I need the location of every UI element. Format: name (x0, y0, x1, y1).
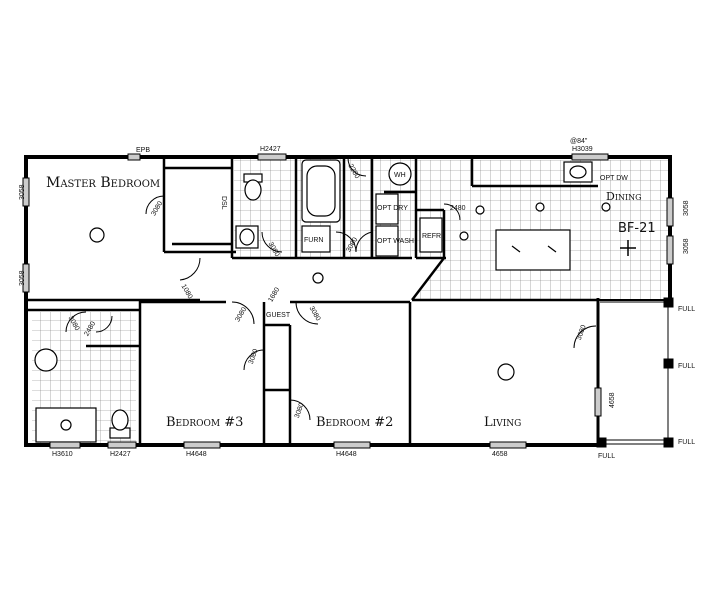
ceiling-lights (89, 202, 611, 381)
svg-text:H4648: H4648 (186, 451, 207, 458)
refrigerator-icon (419, 217, 443, 253)
svg-text:FULL: FULL (678, 363, 695, 370)
toilet-icon-2 (109, 409, 131, 439)
porch-labels: FULL FULL FULL FULL (598, 306, 695, 460)
window-labels: 3058 3058 3058 3058 EPB H2427 @84" H3039… (19, 138, 690, 458)
room-label-dining: Dining (606, 190, 642, 203)
svg-text:3080: 3080 (248, 348, 260, 365)
toilet-icon (243, 173, 263, 201)
svg-text:4658: 4658 (492, 451, 508, 458)
svg-text:FULL: FULL (678, 439, 695, 446)
island-icon (495, 229, 571, 271)
svg-text:H2427: H2427 (260, 146, 281, 153)
bathtub-icon (301, 159, 341, 223)
svg-text:FULL: FULL (678, 306, 695, 313)
sink-icon (235, 225, 259, 249)
svg-text:3058: 3058 (683, 200, 690, 216)
room-labels: Master Bedroom Bedroom #3 Bedroom #2 Liv… (46, 175, 642, 430)
svg-text:3080: 3080 (576, 324, 588, 341)
room-label-bedroom-3: Bedroom #3 (166, 415, 243, 430)
svg-text:1080: 1080 (180, 283, 194, 300)
water-heater-icon (388, 162, 412, 186)
porch (596, 297, 674, 448)
svg-text:2480: 2480 (450, 205, 466, 212)
svg-text:3080: 3080 (308, 305, 322, 322)
dsl-label: DSL (220, 196, 227, 210)
refr-label: REFR (422, 233, 441, 240)
svg-text:3080: 3080 (234, 306, 248, 323)
interior-walls (28, 158, 598, 446)
bf-annotation: BF-21 (618, 221, 656, 236)
handwritten-annotation: BF-21 (511, 221, 656, 256)
svg-text:1680: 1680 (267, 286, 281, 303)
svg-text:4658: 4658 (609, 392, 616, 408)
shower-icon (35, 407, 97, 443)
svg-text:FULL: FULL (598, 453, 615, 460)
furnace-icon (301, 225, 331, 253)
washer-icon (375, 225, 399, 257)
svg-text:H3039: H3039 (572, 146, 593, 153)
fixture-labels: WH FURN OPT DRY OPT WASH REFR OPT DW GUE… (220, 172, 628, 319)
guest-label: GUEST (266, 312, 291, 319)
svg-text:H2427: H2427 (110, 451, 131, 458)
svg-text:3080: 3080 (294, 402, 306, 419)
fixtures (34, 159, 593, 443)
furn-label: FURN (304, 237, 323, 244)
vanity-sink-icon (34, 348, 58, 372)
svg-text:3058: 3058 (19, 270, 26, 286)
svg-text:3058: 3058 (19, 184, 26, 200)
svg-text:EPB: EPB (136, 147, 150, 154)
room-label-bedroom-2: Bedroom #2 (316, 415, 393, 430)
svg-text:3058: 3058 (683, 238, 690, 254)
opt-dw-label: OPT DW (600, 175, 628, 182)
svg-text:H3610: H3610 (52, 451, 73, 458)
svg-text:H4648: H4648 (336, 451, 357, 458)
dryer-icon (375, 193, 399, 225)
room-label-living: Living (484, 415, 521, 430)
svg-text:3080: 3080 (150, 200, 164, 217)
window-markers (22, 153, 674, 449)
opt-dry-label: OPT DRY (377, 205, 408, 212)
kitchen-sink-icon (563, 161, 593, 183)
room-label-master-bedroom: Master Bedroom (46, 175, 160, 191)
svg-text:@84": @84" (570, 138, 588, 145)
opt-wash-label: OPT WASH (377, 238, 414, 245)
door-swings (65, 157, 597, 421)
wh-label: WH (394, 172, 406, 179)
